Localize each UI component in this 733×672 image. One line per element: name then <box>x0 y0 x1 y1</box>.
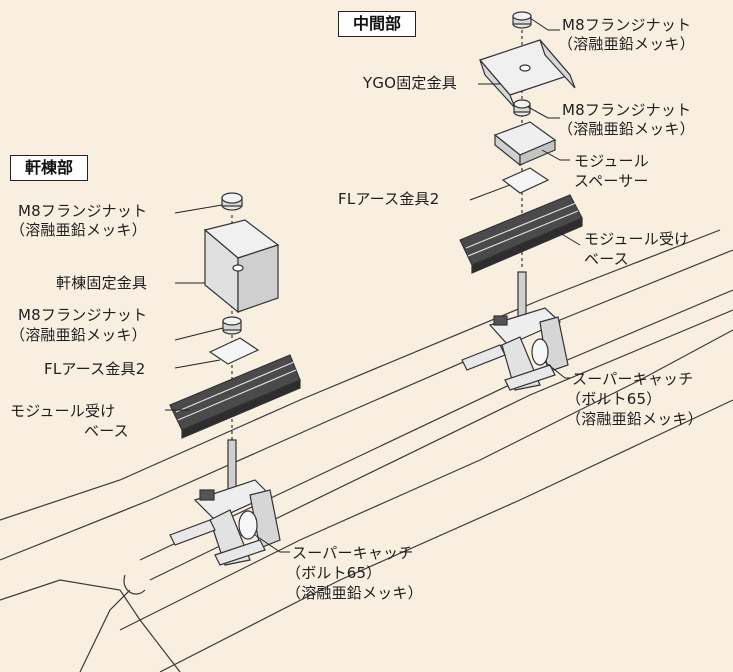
label-eave-catch-2: （ボルト65） <box>286 564 382 582</box>
eave-module-base <box>169 354 301 439</box>
label-eave-catch-1: スーパーキャッチ <box>292 544 414 562</box>
label-middle-nut-mid-2: （溶融亜鉛メッキ） <box>558 120 695 138</box>
eave-assembly <box>169 192 301 566</box>
label-middle-spacer-2: スペーサー <box>574 172 649 190</box>
middle-module-base <box>459 194 583 274</box>
middle-nut-top <box>512 11 532 29</box>
eave-fl-plate <box>208 337 260 365</box>
label-middle-nut-top-2: （溶融亜鉛メッキ） <box>558 35 695 53</box>
roof-ridge <box>0 229 733 672</box>
label-middle-nut-top-1: M8フランジナット <box>562 16 692 34</box>
label-eave-nut-top-2: （溶融亜鉛メッキ） <box>10 221 147 239</box>
leader-lines <box>165 17 581 553</box>
label-middle-base-2: ベース <box>584 250 629 268</box>
label-middle-nut-mid-1: M8フランジナット <box>562 101 692 119</box>
label-eave-catch-3: （溶融亜鉛メッキ） <box>286 584 423 602</box>
label-middle-spacer-1: モジュール <box>574 152 649 170</box>
eave-nut-top <box>221 192 243 211</box>
section-label-middle: 中間部 <box>338 11 417 37</box>
eave-nut-mid <box>222 316 242 335</box>
middle-super-catch <box>461 307 569 391</box>
label-middle-catch-2: （ボルト65） <box>566 390 662 408</box>
label-eave-fl: FLアース金具2 <box>44 360 146 378</box>
label-middle-catch-3: （溶融亜鉛メッキ） <box>566 410 703 428</box>
middle-bolt <box>517 271 527 321</box>
label-eave-fix: 軒棟固定金具 <box>56 274 148 292</box>
label-eave-nut-mid-1: M8フランジナット <box>18 306 148 324</box>
eave-fixing-bracket <box>203 219 280 314</box>
label-eave-nut-mid-2: （溶融亜鉛メッキ） <box>10 326 147 344</box>
label-middle-fl: FLアース金具2 <box>338 190 440 208</box>
label-middle-base-1: モジュール受け <box>584 230 690 248</box>
middle-module-spacer <box>493 121 557 167</box>
middle-assembly <box>459 11 583 391</box>
middle-fl-plate <box>501 167 550 194</box>
label-middle-ygo: YGO固定金具 <box>363 74 457 92</box>
eave-super-catch <box>169 479 281 566</box>
label-eave-nut-top-1: M8フランジナット <box>18 202 148 220</box>
middle-nut-mid <box>513 99 531 117</box>
label-eave-base-2: ベース <box>84 422 129 440</box>
section-label-eave: 軒棟部 <box>10 155 89 181</box>
label-middle-catch-1: スーパーキャッチ <box>572 370 694 388</box>
label-eave-base-1: モジュール受け <box>10 402 116 420</box>
